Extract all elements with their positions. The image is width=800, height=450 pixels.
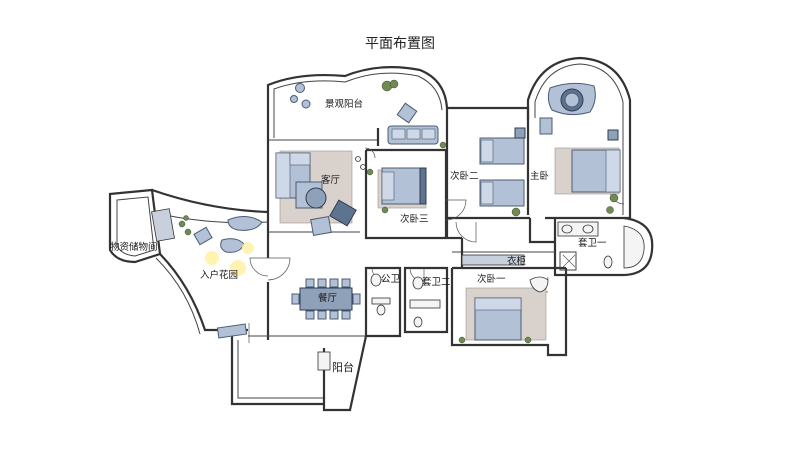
dining-furniture xyxy=(291,278,361,320)
label-view-balcony: 景观阳台 xyxy=(325,98,363,110)
view-balcony-wall xyxy=(266,66,449,140)
master-bedroom-wall xyxy=(526,56,632,218)
living-room-furniture xyxy=(275,150,374,237)
label-ensuite-bath-1: 套卫一 xyxy=(578,237,607,249)
master-bedroom-furniture xyxy=(539,82,621,214)
label-second-bedroom-1: 次卧一 xyxy=(477,273,506,285)
label-ensuite-bath-2: 套卫二 xyxy=(422,276,451,288)
label-second-bedroom-3: 次卧三 xyxy=(400,213,429,225)
label-wardrobe: 衣柜 xyxy=(507,255,527,267)
label-second-bedroom-2: 次卧二 xyxy=(450,170,479,182)
ensuite-bath1-fixtures xyxy=(557,221,645,269)
balcony-wall xyxy=(230,336,324,406)
label-living-room: 客厅 xyxy=(321,174,341,186)
bedroom2-furniture xyxy=(479,127,526,217)
entry-garden-wall xyxy=(151,188,269,214)
bedroom3-furniture xyxy=(377,167,427,214)
walls xyxy=(108,56,654,412)
bath-fixtures xyxy=(317,273,441,371)
view-balcony-furniture xyxy=(290,79,447,149)
label-storage: 物资储物间 xyxy=(110,241,158,253)
entry-garden-furniture xyxy=(151,208,263,339)
storage-wall xyxy=(108,188,162,264)
room-labels: 景观阳台 客厅 次卧三 次卧二 主卧 物资储物间 入户花园 餐厅 公卫 套卫二 … xyxy=(110,98,607,374)
label-master-bedroom: 主卧 xyxy=(530,170,550,182)
label-public-bath: 公卫 xyxy=(381,274,401,285)
label-dining-room: 餐厅 xyxy=(318,292,338,304)
label-entry-garden: 入户花园 xyxy=(200,269,238,281)
bedroom1-furniture xyxy=(458,254,549,344)
page-title: 平面布置图 xyxy=(365,36,435,52)
label-balcony: 阳台 xyxy=(332,360,354,374)
